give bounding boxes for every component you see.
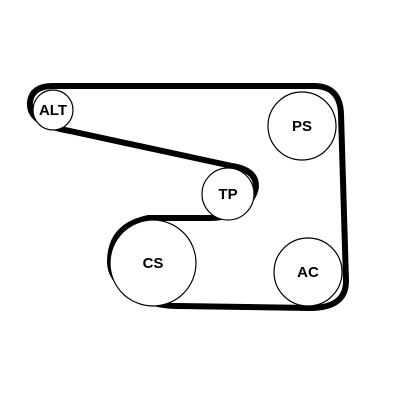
pulley-ac: AC	[273, 237, 343, 307]
pulley-ac-circle	[273, 237, 343, 307]
pulley-alt-label: ALT	[39, 102, 67, 119]
pulley-cs: CS	[109, 219, 197, 307]
pulley-ps: PS	[267, 91, 337, 161]
pulley-tp-circle	[201, 167, 255, 221]
pulley-cs-label: CS	[143, 255, 164, 272]
pulley-ps-label: PS	[292, 118, 312, 135]
pulley-cs-circle	[109, 219, 197, 307]
pulley-alt-circle	[32, 89, 74, 131]
pulley-alt: ALT	[32, 89, 74, 131]
pulley-ac-label: AC	[297, 264, 319, 281]
pulley-ps-circle	[267, 91, 337, 161]
pulley-tp: TP	[201, 167, 255, 221]
pulley-tp-label: TP	[218, 186, 237, 203]
